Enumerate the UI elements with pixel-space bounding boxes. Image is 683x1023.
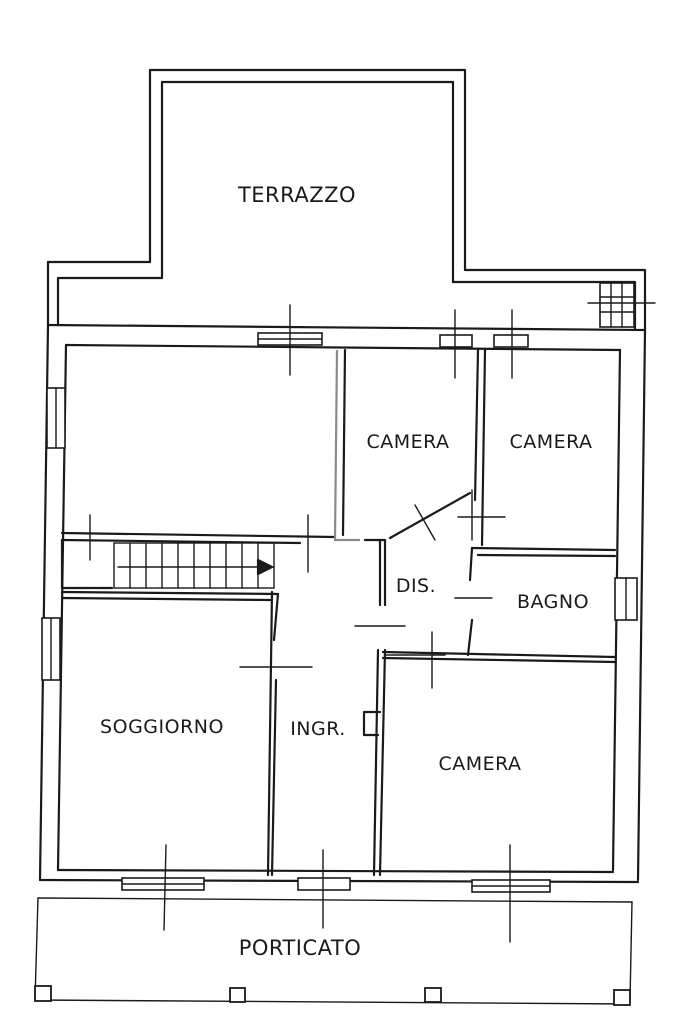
porticato-structure [34, 897, 633, 1006]
room-label-porticato: PORTICATO [239, 936, 362, 960]
room-label-camera-1: CAMERA [366, 431, 449, 453]
opening-marks [89, 302, 656, 943]
room-label-soggiorno: SOGGIORNO [100, 716, 224, 738]
windows [41, 282, 638, 893]
room-label-ingresso: INGR. [290, 718, 346, 740]
staircase [113, 542, 275, 589]
room-label-dis: DIS. [396, 575, 436, 597]
room-label-camera-3: CAMERA [438, 753, 521, 775]
terrace-walls [46, 68, 647, 332]
room-label-camera-2: CAMERA [509, 431, 592, 453]
interior-walls [60, 348, 617, 877]
room-label-terrazzo: TERRAZZO [237, 183, 356, 207]
room-label-bagno: BAGNO [517, 591, 589, 613]
